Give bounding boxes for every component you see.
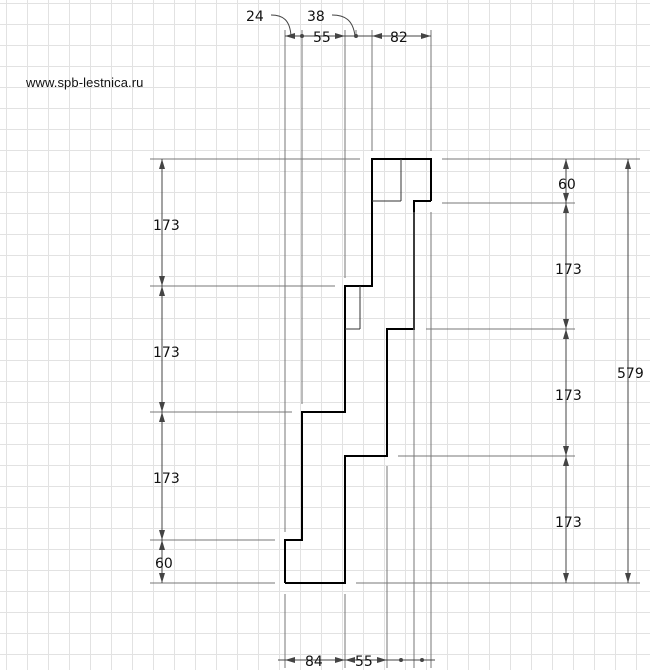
stair-front-profile — [284, 158, 432, 583]
extension-lines — [150, 30, 640, 668]
dim-right-173-1: 173 — [555, 262, 582, 278]
website-url: www.spb-lestnica.ru — [26, 75, 144, 90]
dim-right-60: 60 — [558, 177, 576, 193]
dim-left-173-3: 173 — [153, 471, 180, 487]
dimension-lines — [161, 14, 629, 661]
dim-left-173-1: 173 — [153, 218, 180, 234]
dim-right-173-2: 173 — [555, 388, 582, 404]
dim-left-60: 60 — [155, 556, 173, 572]
stair-back-profile — [285, 200, 431, 584]
dim-top-38: 38 — [307, 9, 325, 25]
dim-top-55: 55 — [313, 30, 331, 46]
dim-total-579: 579 — [617, 366, 644, 382]
dim-left-173-2: 173 — [153, 345, 180, 361]
dimension-arrows — [159, 33, 631, 663]
stair-inner-lines — [345, 159, 402, 330]
dim-bottom-84: 84 — [305, 654, 323, 670]
dim-right-173-3: 173 — [555, 515, 582, 531]
dimension-labels: 24 55 38 82 173 173 173 60 60 173 173 17… — [153, 9, 644, 670]
dim-bottom-55: 55 — [355, 654, 373, 670]
stair-outline — [284, 158, 432, 584]
dim-top-24: 24 — [246, 9, 264, 25]
dim-top-82: 82 — [390, 30, 408, 46]
